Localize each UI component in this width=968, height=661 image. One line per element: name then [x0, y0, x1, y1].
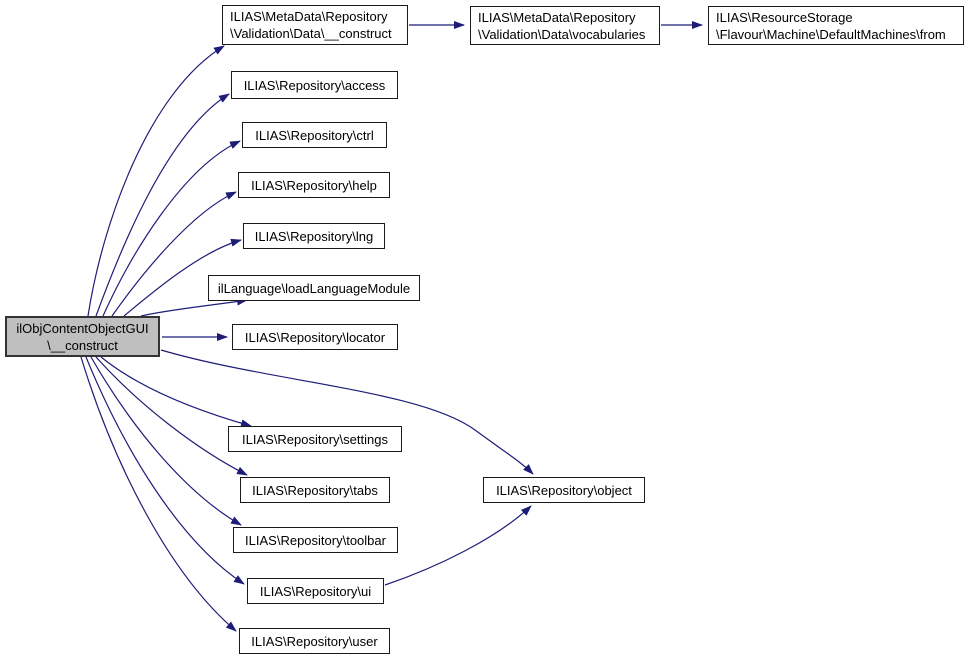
node-lng-label: ILIAS\Repository\lng — [254, 228, 374, 244]
node-resourcestorage-defaultmachines-from[interactable]: ILIAS\ResourceStorage \Flavour\Machine\D… — [708, 6, 964, 45]
edge-main-to-ui — [85, 356, 245, 585]
edge-main-to-loadlanguagemodule — [140, 297, 248, 317]
node-repository-user[interactable]: ILIAS\Repository\user — [239, 628, 390, 654]
edge-main-to-help — [111, 191, 237, 317]
node-md-construct-line-2: \Validation\Data\__construct — [230, 26, 392, 41]
node-repository-toolbar[interactable]: ILIAS\Repository\toolbar — [233, 527, 398, 553]
node-repository-object[interactable]: ILIAS\Repository\object — [483, 477, 645, 503]
edge-main-to-md_construct — [87, 45, 225, 317]
edge-main-to-tabs — [95, 356, 248, 476]
node-repository-ctrl[interactable]: ILIAS\Repository\ctrl — [242, 122, 387, 148]
node-main-line-1: ilObjContentObjectGUI — [16, 320, 149, 336]
edge-main-to-ctrl — [102, 140, 241, 317]
edge-ui-to-object — [384, 505, 532, 586]
node-object-label: ILIAS\Repository\object — [496, 482, 632, 498]
node-from-line-1: ILIAS\ResourceStorage — [716, 9, 853, 25]
node-repository-help[interactable]: ILIAS\Repository\help — [238, 172, 390, 198]
node-metadata-validation-data-construct[interactable]: ILIAS\MetaData\Repository \Validation\Da… — [222, 5, 408, 45]
node-vocabularies-line-1: ILIAS\MetaData\Repository — [478, 9, 636, 25]
node-settings-label: ILIAS\Repository\settings — [242, 431, 388, 447]
node-access-label: ILIAS\Repository\access — [243, 77, 386, 93]
edge-main-to-lng — [123, 238, 242, 317]
edge-main-to-settings — [100, 356, 252, 428]
node-loadlanguagemodule-label: ilLanguage\loadLanguageModule — [217, 280, 411, 296]
node-from-line-2: \Flavour\Machine\DefaultMachines\from — [716, 26, 946, 42]
node-illanguage-loadlanguagemodule[interactable]: ilLanguage\loadLanguageModule — [208, 275, 420, 301]
node-vocabularies-line-2: \Validation\Data\vocabularies — [478, 26, 646, 42]
node-repository-settings[interactable]: ILIAS\Repository\settings — [228, 426, 402, 452]
node-repository-locator[interactable]: ILIAS\Repository\locator — [232, 324, 398, 350]
node-ilobjcontentobjectgui-construct: ilObjContentObjectGUI \__construct — [5, 316, 160, 357]
node-user-label: ILIAS\Repository\user — [251, 633, 378, 649]
node-tabs-label: ILIAS\Repository\tabs — [252, 482, 378, 498]
node-ui-label: ILIAS\Repository\ui — [259, 583, 372, 599]
edge-main-to-object — [160, 349, 534, 475]
node-md-construct-line-1: ILIAS\MetaData\Repository — [230, 9, 388, 24]
node-repository-ui[interactable]: ILIAS\Repository\ui — [247, 578, 384, 604]
edge-main-to-toolbar — [90, 356, 242, 526]
node-repository-tabs[interactable]: ILIAS\Repository\tabs — [240, 477, 390, 503]
node-ctrl-label: ILIAS\Repository\ctrl — [255, 127, 374, 143]
edge-main-to-user — [80, 356, 237, 632]
node-metadata-validation-data-vocabularies[interactable]: ILIAS\MetaData\Repository \Validation\Da… — [470, 6, 660, 45]
node-repository-access[interactable]: ILIAS\Repository\access — [231, 71, 398, 99]
edge-main-to-access — [95, 93, 230, 317]
node-toolbar-label: ILIAS\Repository\toolbar — [245, 532, 386, 548]
node-main-line-2: \__construct — [47, 337, 118, 353]
node-repository-lng[interactable]: ILIAS\Repository\lng — [243, 223, 385, 249]
node-locator-label: ILIAS\Repository\locator — [244, 329, 386, 345]
node-help-label: ILIAS\Repository\help — [251, 177, 377, 193]
